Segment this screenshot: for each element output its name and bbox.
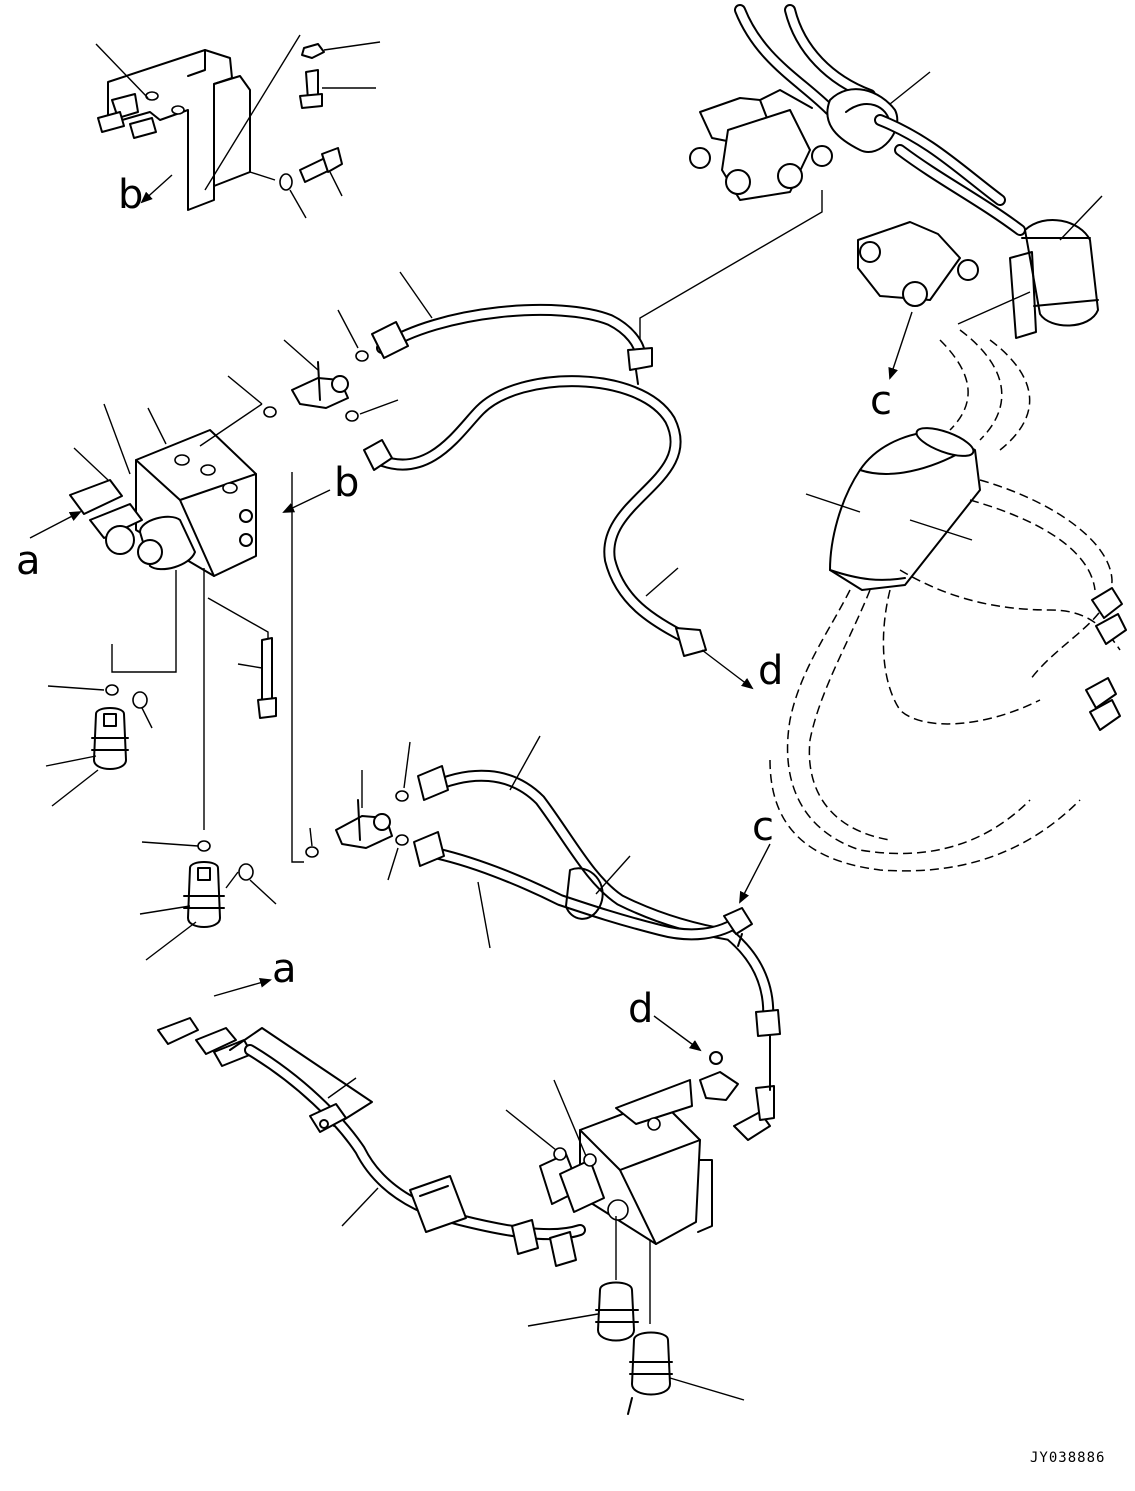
oring-switch-2-leader [141,707,153,729]
oring-switch-4-bracket [225,871,239,889]
pressure-switch-lower [139,861,225,961]
valve-connection-leader [639,190,823,345]
oring-switch-4 [238,863,254,881]
oring-switch-4-leader [249,879,277,905]
hose-lower-1 [417,735,781,1037]
ref-letter-d-lower: d [628,986,653,1032]
ref-b-arrow-top [140,174,173,204]
elbow-fitting-upper [283,339,349,409]
ref-c-arrow-top [888,311,913,380]
ref-d-arrow-lower [653,1015,702,1052]
hose-lower-2 [413,831,746,949]
valve-block-lower [505,1079,713,1324]
oring-upper-2-leader [337,309,359,349]
pressure-switch-block-1 [527,1281,639,1342]
bolt-leader [207,597,269,640]
hose-harness-boot [769,329,1127,872]
oring-upper-3 [345,410,359,422]
valve-block-upper [69,403,293,577]
ref-letter-c-lower: c [752,804,774,850]
hose-upper-1 [371,271,653,385]
oring-switch-3 [197,840,211,852]
ref-letter-d-top: d [758,648,783,694]
ref-d-arrow-top [701,649,754,690]
oring-tee-2-leader [403,741,411,789]
pressure-switch-upper [45,707,129,807]
ref-letter-b-block: b [334,460,359,506]
oring-switch-1-leader [47,685,105,691]
tee-fitting-lower [335,770,393,849]
ref-letter-a-block: a [16,538,41,584]
oring-switch-3-leader [141,841,199,847]
switch-leader-upper [111,570,177,673]
oring-tee-2 [395,790,409,802]
oring-upper-3-leader [359,399,399,415]
pressure-switch-block-2 [627,1331,745,1415]
bolt-long [237,637,277,719]
elbow-fittings-lower [699,1035,775,1141]
ref-b-arrow-block [282,489,331,513]
oring-upper-1-leader [227,375,263,405]
oring-upper-1 [263,406,277,418]
oring-switch-2 [132,691,148,709]
ref-letter-c-top: c [870,378,892,424]
hose-upper-2 [363,375,707,657]
wire-harness [157,1017,586,1267]
drawing-number: JY038886 [1030,1450,1105,1466]
ref-c-arrow-lower [739,843,771,904]
ref-a-arrow-lower [213,977,272,997]
oring-tee-1 [305,846,319,858]
oring-tee-3 [395,834,409,846]
control-valve-assembly [689,4,1103,339]
bracket-leader-lines [95,41,381,219]
tee-leader-long [291,540,304,863]
bracket-assembly [97,34,301,211]
ref-a-arrow-block [29,511,82,539]
oring-tee-3-leader [387,847,399,881]
oring-upper-2 [355,350,369,362]
ref-letter-b-top: b [118,172,143,218]
oring-switch-1 [105,684,119,696]
c-port-fitting [723,907,753,947]
bracket-hardware [279,43,343,191]
ref-letter-a-lower: a [272,946,297,992]
oring-tee-1-leader [309,827,313,847]
